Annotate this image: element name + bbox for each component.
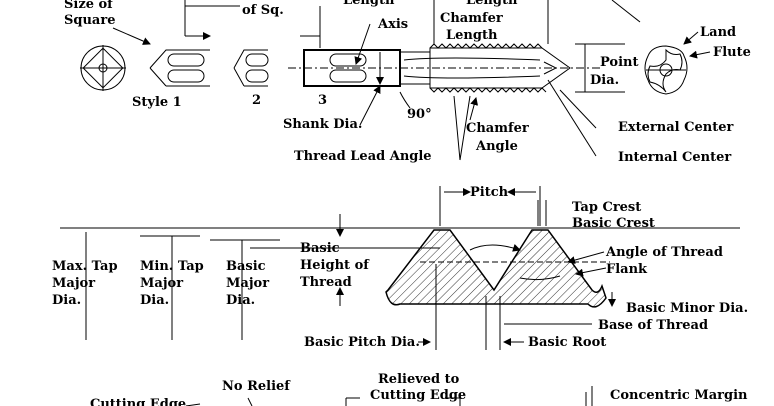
basic-height-label-1: Basic [300, 241, 340, 256]
of-sq-label: of Sq. [242, 3, 284, 18]
basic-major-label-2: Major [226, 276, 269, 291]
length-label-b: Length [466, 0, 518, 8]
tap-crest-label: Tap Crest [572, 200, 641, 215]
style-2-label: 2 [252, 93, 261, 108]
labels: Size of Square of Sq. Length Length Axis… [52, 0, 751, 406]
tap-body-drawing [80, 0, 641, 161]
min-tap-major-label-2: Major [140, 276, 183, 291]
min-tap-major-label-3: Dia. [140, 293, 169, 308]
ninety-degree-label: 90° [407, 107, 432, 122]
max-tap-major-label-1: Max. Tap [52, 259, 118, 274]
basic-minor-dia-label: Basic Minor Dia. [626, 301, 748, 316]
relief-drawings [185, 386, 593, 406]
point-dia-label-2: Dia. [590, 73, 619, 88]
length-label-a: Length [343, 0, 395, 8]
flute-cross-section [644, 31, 711, 95]
land-label: Land [700, 25, 736, 40]
style-1-label: Style 1 [132, 95, 182, 110]
chamfer-angle-label-1: Chamfer [466, 121, 529, 136]
basic-height-label-2: Height of [300, 258, 370, 273]
internal-center-label: Internal Center [618, 150, 731, 165]
chamfer-length-label-1: Chamfer [440, 11, 503, 26]
no-relief-label: No Relief [222, 379, 291, 394]
thread-lead-angle-label: Thread Lead Angle [294, 149, 432, 164]
basic-height-label-3: Thread [300, 275, 352, 290]
size-of-square-label-1: Size of [64, 0, 114, 12]
basic-major-label-1: Basic [226, 259, 266, 274]
min-tap-major-label-1: Min. Tap [140, 259, 204, 274]
relieved-to-label-2: Cutting Edge [370, 388, 466, 403]
style-3-label: 3 [318, 93, 327, 108]
shank-dia-label: Shank Dia. [283, 117, 362, 132]
pitch-label: Pitch [470, 185, 509, 200]
base-of-thread-label: Base of Thread [598, 318, 708, 333]
relieved-to-label-1: Relieved to [378, 372, 460, 387]
concentric-margin-label: Concentric Margin [610, 388, 748, 403]
basic-pitch-dia-label: Basic Pitch Dia. [304, 335, 420, 350]
basic-crest-label: Basic Crest [572, 216, 655, 231]
axis-label: Axis [377, 17, 408, 32]
flute-label: Flute [713, 45, 751, 60]
max-tap-major-label-3: Dia. [52, 293, 81, 308]
basic-major-label-3: Dia. [226, 293, 255, 308]
thread-profile-drawing [60, 186, 740, 350]
angle-of-thread-label: Angle of Thread [605, 245, 723, 260]
chamfer-length-label-2: Length [446, 28, 498, 43]
size-of-square-label-2: Square [64, 13, 115, 28]
basic-root-label: Basic Root [528, 335, 606, 350]
flank-label: Flank [606, 262, 648, 277]
max-tap-major-label-2: Major [52, 276, 95, 291]
cutting-edge-label: Cutting Edge [90, 397, 186, 406]
point-dia-label-1: Point [600, 55, 639, 70]
chamfer-angle-label-2: Angle [475, 139, 518, 154]
external-center-label: External Center [618, 120, 733, 135]
